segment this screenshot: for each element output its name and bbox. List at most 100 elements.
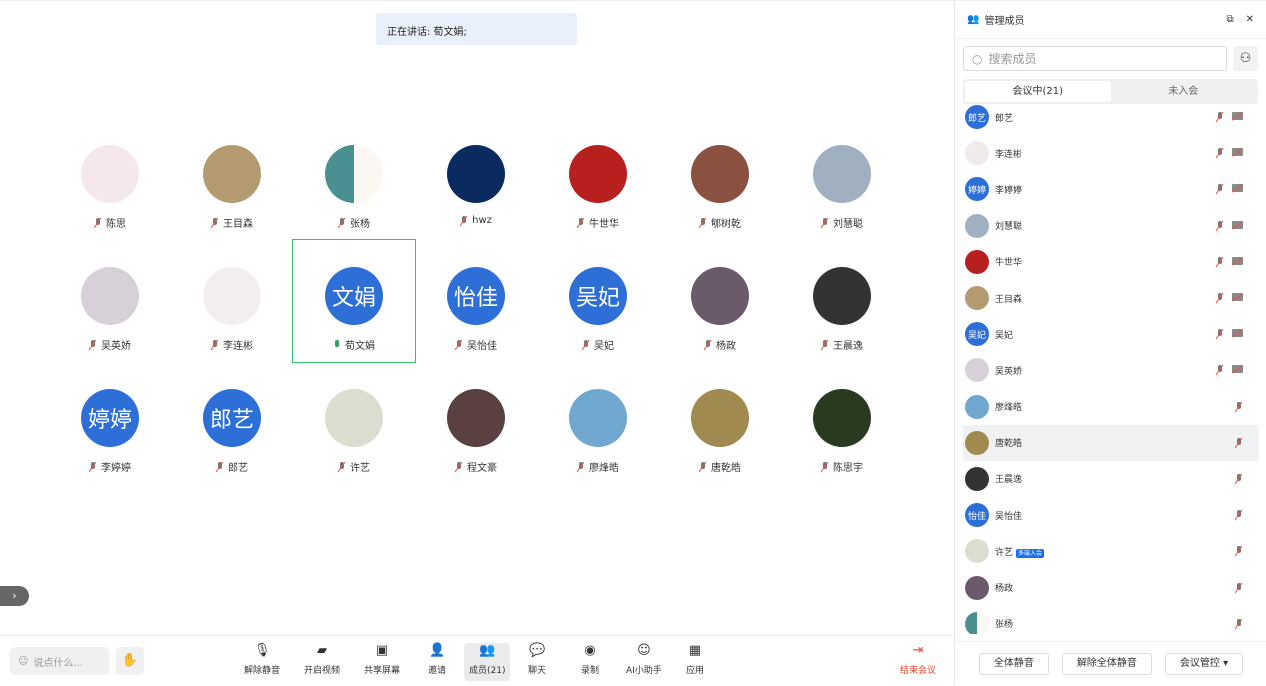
avatar [569,389,627,447]
participant-tile[interactable]: 郇树乾 [659,143,781,265]
participant-tile[interactable]: hwz [415,143,537,265]
search-input[interactable]: ○搜索成员 [963,46,1227,71]
mic-muted-icon[interactable] [1216,148,1224,158]
participant-tile[interactable]: 陈思 [49,143,171,265]
participant-tile[interactable]: 婷婷 李婷婷 [49,387,171,509]
video-off-icon[interactable] [1232,220,1243,229]
member-row[interactable]: 王目森 [955,280,1266,316]
video-off-button[interactable]: ▰开启视频 [304,643,340,681]
video-off-icon[interactable] [1232,365,1243,374]
member-row[interactable]: 吴英娇 [955,352,1266,388]
avatar [325,389,383,447]
tab-not-joined[interactable]: 未入会 [1168,86,1199,97]
video-off-icon[interactable] [1232,329,1243,338]
participant-tile[interactable]: 怡佳 吴怡佳 [415,265,537,387]
mute-all-button[interactable]: 全体静音 [978,653,1049,675]
member-row[interactable]: 许艺多端入会 [955,533,1266,569]
mic-off-button[interactable]: 🎙解除静音 [244,643,280,681]
member-row[interactable]: 吴妃 吴妃 [955,316,1266,352]
participant-tile[interactable]: 刘慧聪 [781,143,903,265]
avatar [447,145,505,203]
speaking-indicator: 正在讲话: 荀文娟; [376,13,577,45]
mic-muted-icon[interactable] [1216,293,1224,303]
expand-button[interactable]: › [0,586,29,606]
participant-tile[interactable]: 陈思宇 [781,387,903,509]
end-meeting-button[interactable]: ⇥结束会议 [900,643,936,681]
unmute-all-button[interactable]: 解除全体静音 [1061,653,1152,675]
member-name: 吴妃 [995,330,1014,341]
member-row[interactable]: 婷婷 李婷婷 [955,171,1266,207]
mic-muted-icon[interactable] [1216,112,1224,122]
video-off-icon[interactable] [1232,256,1243,265]
participant-tile[interactable]: 文娟 荀文娟 [292,239,416,363]
mic-muted-icon[interactable] [1235,473,1243,484]
participant-tile[interactable]: 程文豪 [415,387,537,509]
mic-muted-icon[interactable] [1216,220,1224,231]
mic-muted-icon[interactable] [1235,510,1243,520]
chat-button[interactable]: 💬聊天 [528,643,546,681]
chat-placeholder: 说点什么... [33,657,83,669]
share-screen-button[interactable]: ▣共享屏幕 [364,643,400,681]
participant-tile[interactable]: 唐乾皓 [659,387,781,509]
video-off-icon[interactable] [1232,148,1243,157]
participant-tile[interactable]: 王晨逸 [781,265,903,387]
participant-tile[interactable]: 王目森 [171,143,293,265]
member-row[interactable]: 王晨逸 [955,461,1266,497]
ai-assistant-button[interactable]: ☺AI小助手 [626,643,662,681]
mic-muted-icon[interactable] [1216,329,1224,339]
toolbar-label: 开启视频 [304,666,341,676]
participant-tile[interactable]: 张杨 [293,143,415,265]
participant-name: 张杨 [350,219,370,230]
toolbar-label: 聊天 [528,666,547,676]
video-off-icon[interactable] [1232,112,1243,121]
participant-tile[interactable]: 廖烽皓 [537,387,659,509]
participant-name: 李婷婷 [101,463,131,474]
tab-in-meeting[interactable]: 会议中(21) [965,81,1111,102]
add-member-button[interactable]: ⚇ [1233,46,1258,71]
member-name: 王目森 [995,294,1023,305]
avatar [965,141,989,166]
video-off-icon[interactable] [1232,293,1243,302]
mic-muted-icon [338,461,346,472]
participant-tile[interactable]: 吴英娇 [49,265,171,387]
raise-hand-button[interactable]: ✋ [116,647,144,675]
member-row[interactable]: 怡佳 吴怡佳 [955,497,1266,533]
mic-muted-icon[interactable] [1235,582,1243,593]
invite-button[interactable]: 👤邀请 [428,643,446,681]
participant-name: 牛世华 [589,219,619,230]
video-off-icon[interactable] [1232,184,1243,193]
member-row[interactable]: 牛世华 [955,244,1266,280]
participant-tile[interactable]: 李连彬 [171,265,293,387]
member-row[interactable]: 杨政 [955,569,1266,605]
mic-muted-icon[interactable] [1235,437,1243,448]
members-button[interactable]: 👥成员(21) [464,643,511,681]
member-row[interactable]: 唐乾皓 [963,424,1259,461]
apps-button[interactable]: ▦应用 [686,643,704,681]
chat-input[interactable]: ☺说点什么... [10,647,109,675]
member-row[interactable]: 李连彬 [955,135,1266,171]
record-button[interactable]: ◉录制 [581,643,599,681]
mic-muted-icon [94,217,102,228]
participant-tile[interactable]: 牛世华 [537,143,659,265]
meeting-control-button[interactable]: 会议管控 ▾ [1164,653,1244,675]
popout-icon[interactable]: ⧉ [1226,14,1234,25]
mic-muted-icon[interactable] [1235,546,1243,556]
mic-muted-icon[interactable] [1216,184,1224,194]
mic-muted-icon[interactable] [1216,256,1224,267]
mic-muted-icon[interactable] [1235,401,1243,412]
participant-tile[interactable]: 吴妃 吴妃 [537,265,659,387]
member-row[interactable]: 廖烽皓 [955,389,1266,425]
member-list[interactable]: 郎艺 郎艺 李连彬 婷婷 李婷婷 刘慧聪 牛世华 王目森 吴妃 吴妃 吴英娇 廖… [955,99,1266,634]
avatar [965,213,989,238]
participant-tile[interactable]: 郎艺 郎艺 [171,387,293,509]
participant-tile[interactable]: 杨政 [659,265,781,387]
close-icon[interactable]: ✕ [1245,14,1254,25]
member-row[interactable]: 郎艺 郎艺 [955,99,1266,135]
mic-muted-icon[interactable] [1216,365,1224,375]
member-row[interactable]: 张杨 [955,606,1266,634]
mic-muted-icon [577,461,585,472]
mic-muted-icon[interactable] [1235,618,1243,629]
member-row[interactable]: 刘慧聪 [955,208,1266,244]
participant-tile[interactable]: 许艺 [293,387,415,509]
avatar [965,539,989,564]
